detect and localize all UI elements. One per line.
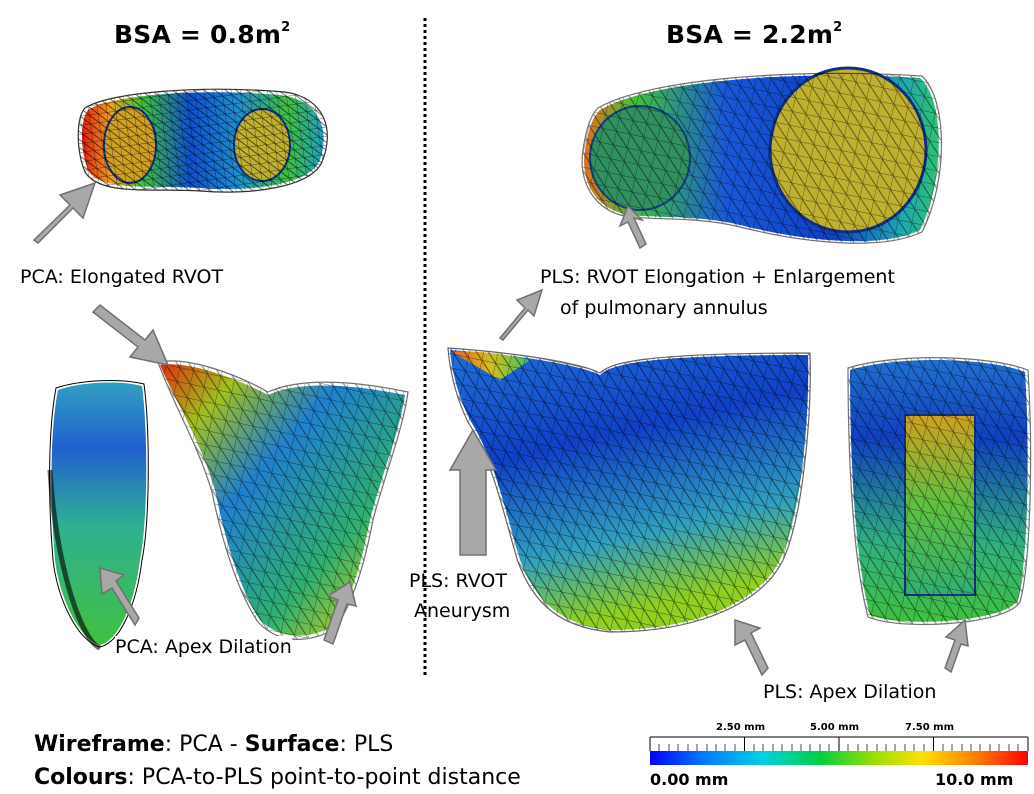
legend-wireframe-key: Wireframe xyxy=(34,732,165,757)
label-pls-rvot-aneurysm-line1: PLS: RVOT xyxy=(409,570,507,592)
header-right: BSA = 2.2m2 xyxy=(666,19,843,49)
colorbar-tick-marks xyxy=(649,736,1029,751)
colorbar-tick-7-50: 7.50 mm xyxy=(905,722,954,733)
left-side-model xyxy=(47,380,149,651)
label-pls-rvot-aneurysm-line2: Aneurysm xyxy=(414,600,511,622)
colorbar-tick-2-50: 2.50 mm xyxy=(716,722,765,733)
arrow-pls-rvot-aneurysm xyxy=(448,428,498,556)
arrow-pca-apex-right xyxy=(323,580,358,646)
label-pls-rvot-elongation-line1: PLS: RVOT Elongation + Enlargement xyxy=(540,266,895,289)
left-heart-model xyxy=(157,360,409,640)
arrow-pls-rvot-elongation xyxy=(618,204,647,250)
legend-colours-value: : PCA-to-PLS point-to-point distance xyxy=(127,765,521,790)
arrow-pls-apex-side xyxy=(944,618,969,674)
legend-colours: Colours: PCA-to-PLS point-to-point dista… xyxy=(34,763,521,793)
legend-wireframe-surface: Wireframe: PCA - Surface: PLS xyxy=(34,730,393,760)
arrow-pls-rvot-top xyxy=(498,288,544,341)
arrow-pls-apex-heart xyxy=(734,618,769,677)
label-pca-apex-dilation: PCA: Apex Dilation xyxy=(115,636,292,659)
right-side-model xyxy=(847,357,1032,626)
arrow-pca-elongated-rvot xyxy=(32,181,97,244)
colorbar xyxy=(649,736,1029,765)
header-left: BSA = 0.8m2 xyxy=(114,19,291,49)
arrow-pca-rvot-down xyxy=(91,304,170,367)
legend-surface-key: Surface xyxy=(244,732,340,757)
legend-surface-value: : PLS xyxy=(339,732,394,757)
legend-wireframe-value: : PCA - xyxy=(164,732,245,757)
arrow-pca-apex-left xyxy=(99,566,140,627)
legend-colours-key: Colours xyxy=(34,765,128,790)
left-top-rvot-model xyxy=(77,88,328,193)
colorbar-max-label: 10.0 mm xyxy=(935,770,1014,789)
label-pls-apex-dilation: PLS: Apex Dilation xyxy=(763,681,937,704)
label-pca-elongated-rvot: PCA: Elongated RVOT xyxy=(20,266,224,289)
annotation-arrows xyxy=(32,181,969,677)
right-heart-model xyxy=(447,347,811,633)
colorbar-tick-5-00: 5.00 mm xyxy=(810,722,859,733)
colorbar-min-label: 0.00 mm xyxy=(650,770,729,789)
colorbar-gradient xyxy=(650,751,1028,765)
right-top-rvot-model xyxy=(581,66,943,244)
label-pls-rvot-elongation-line2: of pulmonary annulus xyxy=(560,297,768,319)
